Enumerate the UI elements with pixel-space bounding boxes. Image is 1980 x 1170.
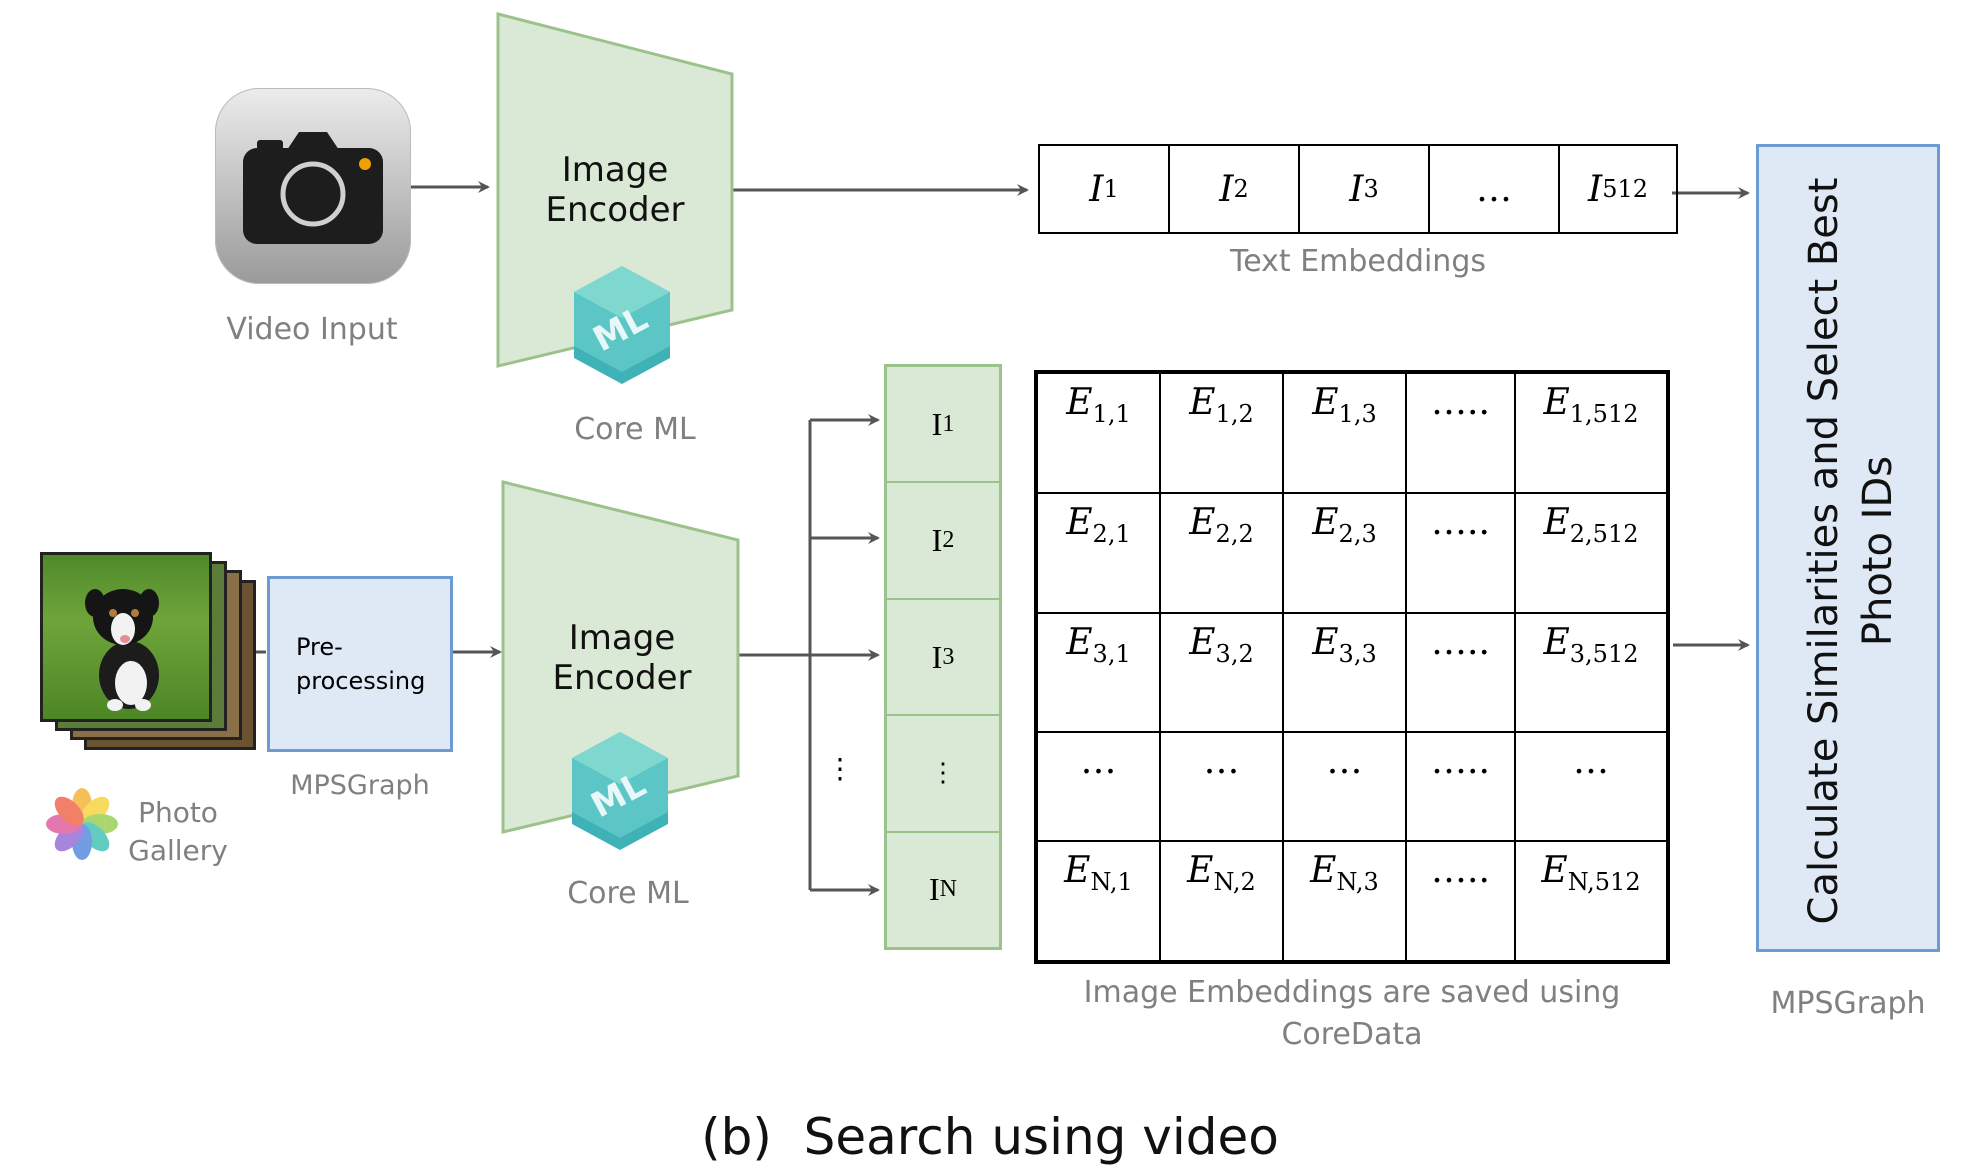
matrix-cell: EN,3 <box>1282 840 1407 962</box>
matrix-cell: E1,2 <box>1159 372 1284 494</box>
matrix-cell: E2,2 <box>1159 491 1284 614</box>
matrix-cell: EN,512 <box>1514 840 1668 962</box>
matrix-row: …………..… <box>1036 731 1668 843</box>
matrix-cell: … <box>1159 731 1284 843</box>
image-embeddings-label: Image Embeddings are saved using CoreDat… <box>1083 975 1621 1052</box>
photo-stack <box>40 552 256 772</box>
camera-app-icon <box>215 88 411 284</box>
similarity-mpsgraph-label: MPSGraph <box>1770 986 1926 1021</box>
matrix-cell: E2,3 <box>1282 491 1407 614</box>
camera-icon <box>243 132 383 244</box>
matrix-cell: … <box>1036 731 1161 843</box>
matrix-cell: E2,512 <box>1514 491 1668 614</box>
caption-prefix: (b) <box>701 1108 772 1166</box>
matrix-cell: EN,2 <box>1159 840 1284 962</box>
matrix-cell: ….. <box>1405 840 1516 962</box>
matrix-cell: ….. <box>1405 372 1516 494</box>
dog-icon <box>85 589 159 711</box>
text-embedding-cell: … <box>1430 146 1560 232</box>
matrix-cell: ….. <box>1405 731 1516 843</box>
text-embeddings-label: Text Embeddings <box>1230 244 1486 279</box>
similarity-box: Calculate Similarities and Select Best P… <box>1756 144 1940 952</box>
matrix-cell: … <box>1514 731 1668 843</box>
matrix-cell: ….. <box>1405 611 1516 734</box>
image-encoder-bottom-shape <box>501 480 740 834</box>
caption-text: Search using video <box>803 1108 1279 1166</box>
dog-photo <box>40 552 212 722</box>
preprocessing-box: Pre- processing <box>267 576 453 752</box>
matrix-cell: E3,3 <box>1282 611 1407 734</box>
figure-caption: (b) Search using video <box>0 1108 1980 1166</box>
coreml-icon-top: ML <box>562 262 682 402</box>
coreml-label-bottom: Core ML <box>567 876 689 911</box>
matrix-cell: ….. <box>1405 491 1516 614</box>
matrix-cell: EN,1 <box>1036 840 1161 962</box>
matrix-cell: E1,1 <box>1036 372 1161 494</box>
matrix-cell: E3,1 <box>1036 611 1161 734</box>
video-input-label: Video Input <box>226 312 398 347</box>
matrix-cell: E3,2 <box>1159 611 1284 734</box>
matrix-cell: E1,512 <box>1514 372 1668 494</box>
similarity-text: Calculate Similarities and Select Best P… <box>1801 177 1901 925</box>
photos-app-icon <box>44 786 120 862</box>
matrix-cell: … <box>1282 731 1407 843</box>
matrix-cell: E3,512 <box>1514 611 1668 734</box>
image-vector-cell: ⋮ <box>887 716 999 833</box>
image-encoder-bottom-label: Image Encoder <box>552 618 692 698</box>
preprocessing-mpsgraph-label: MPSGraph <box>290 770 430 801</box>
photo-gallery-label: Photo Gallery <box>128 796 228 867</box>
coreml-label-top: Core ML <box>574 412 696 447</box>
coreml-icon-bottom: ML <box>560 728 680 868</box>
matrix-cell: E2,1 <box>1036 491 1161 614</box>
matrix-cell: E1,3 <box>1282 372 1407 494</box>
image-encoder-top-label: Image Encoder <box>545 150 685 230</box>
image-encoder-top-shape <box>496 12 734 368</box>
branch-ellipsis: ⋮ <box>826 752 854 785</box>
